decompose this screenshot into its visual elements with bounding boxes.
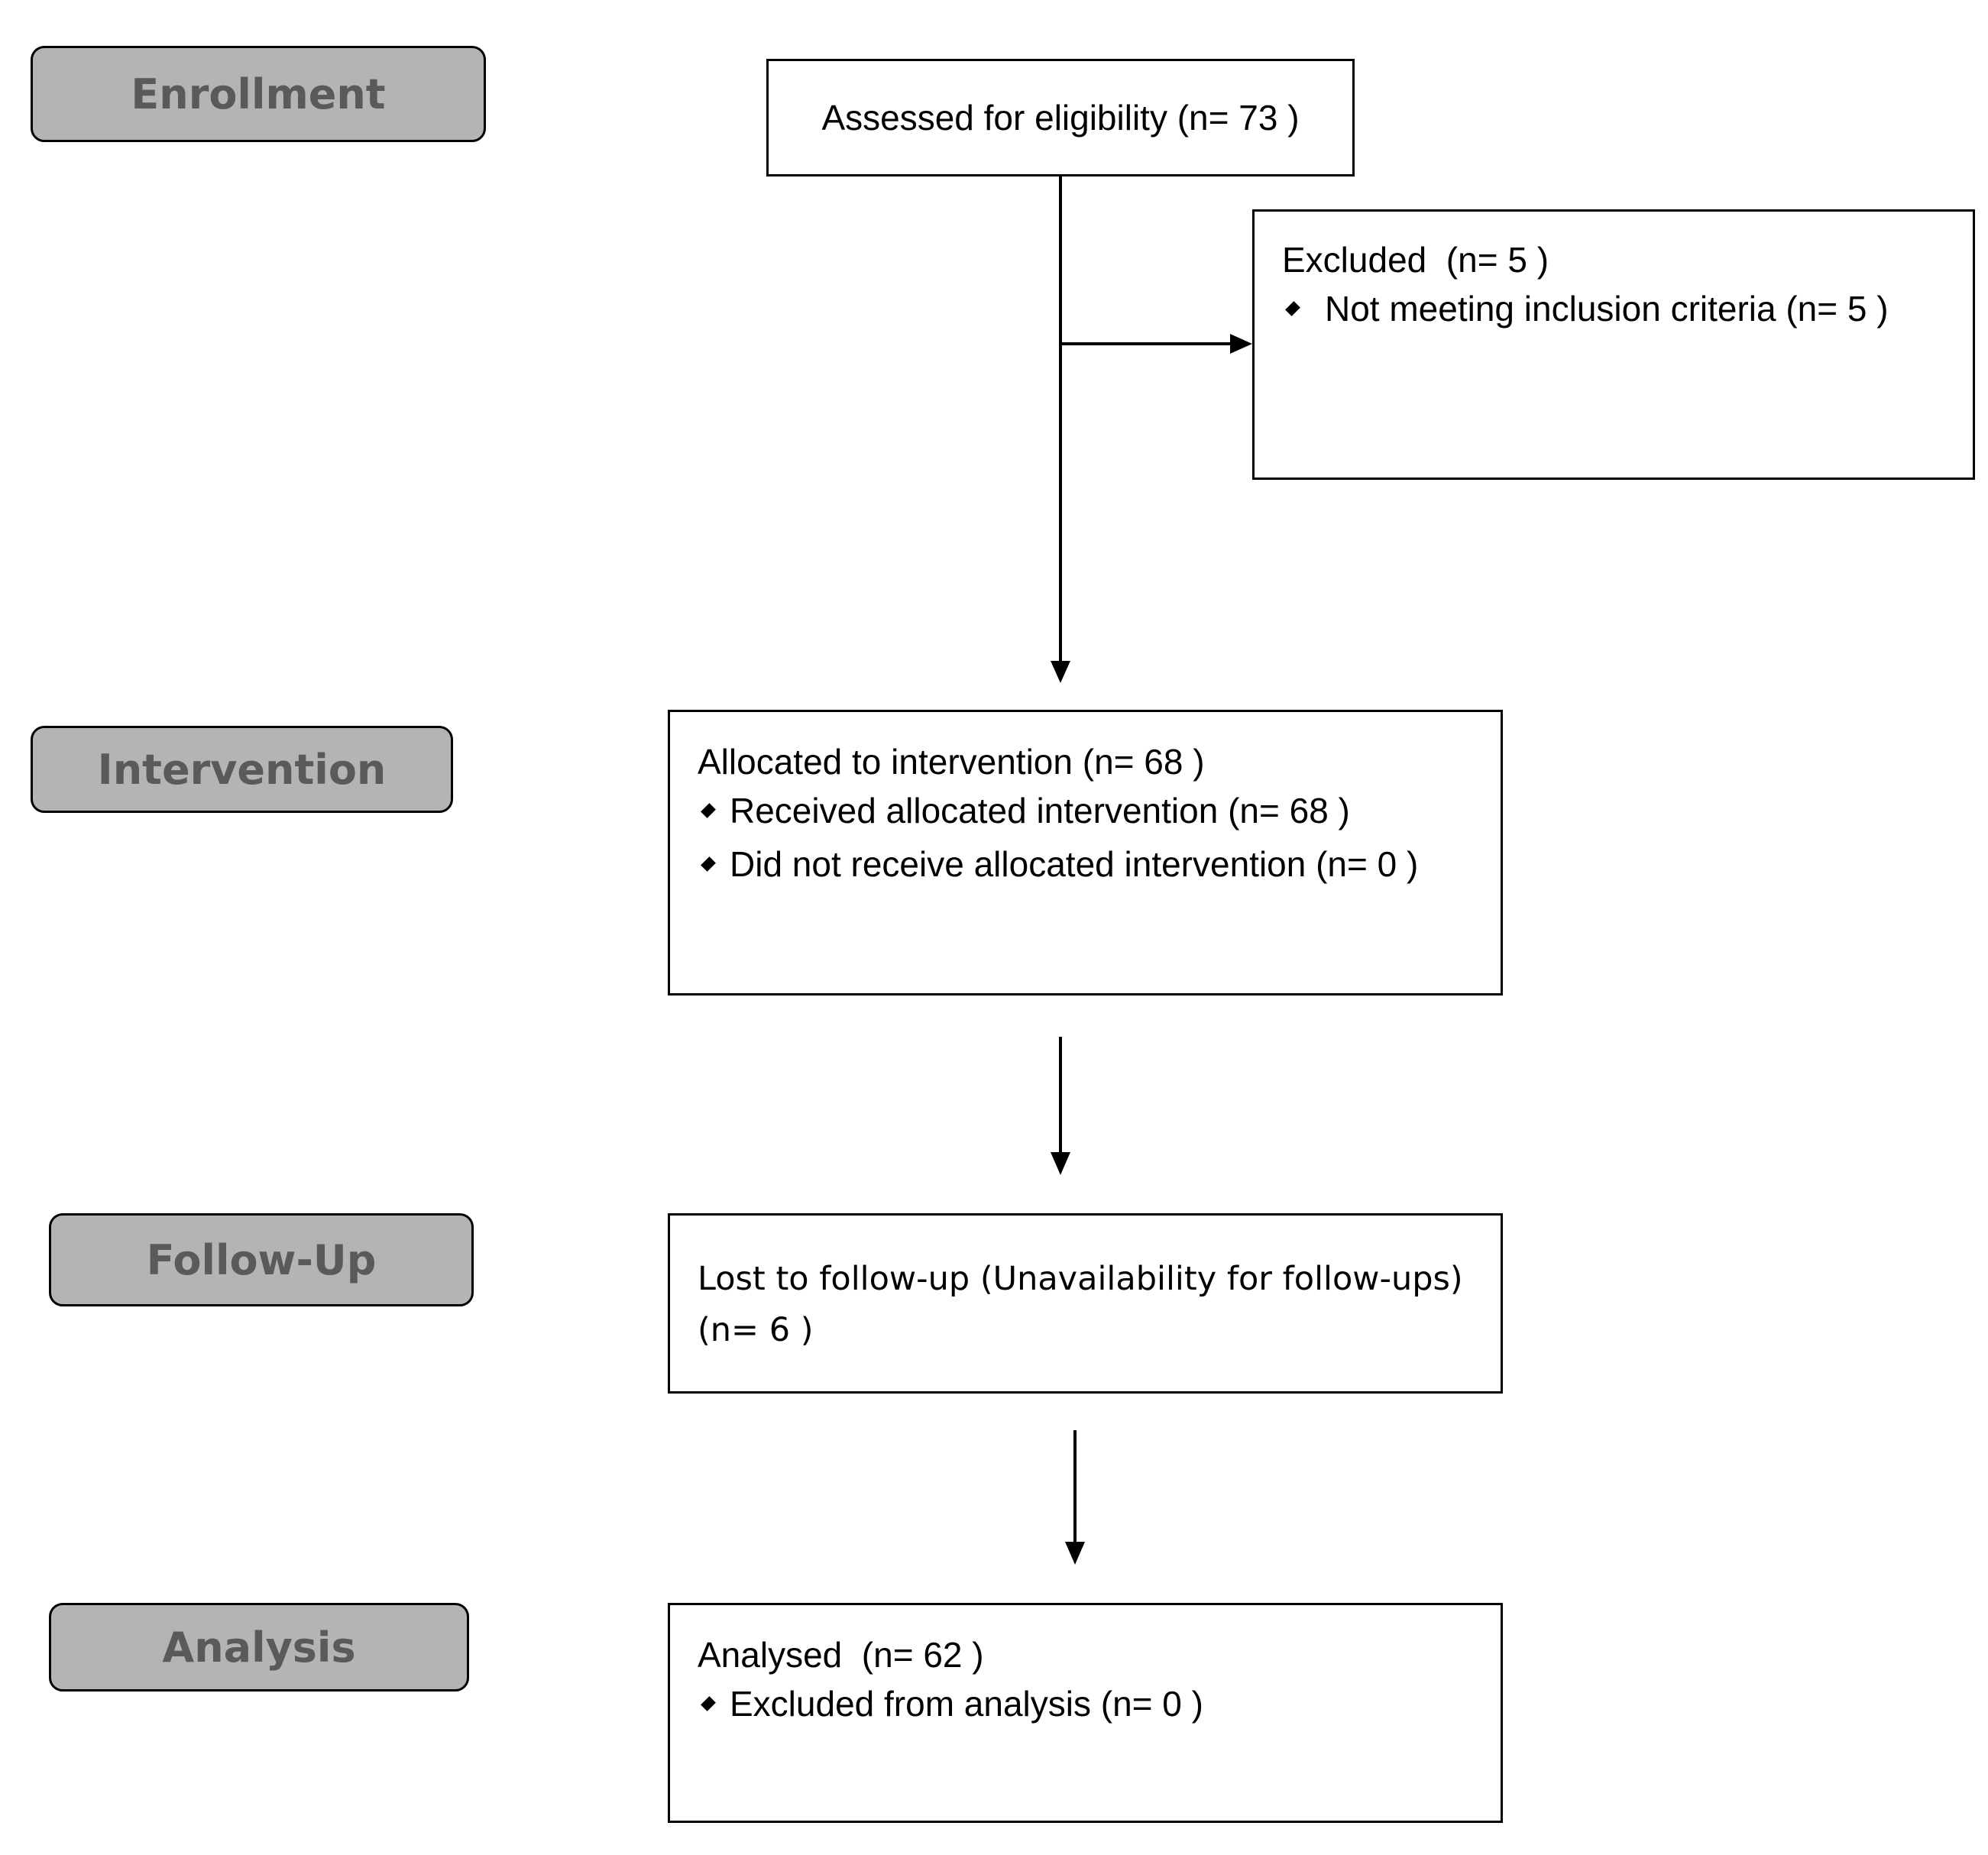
allocated-title: Allocated to intervention (n= 68 ) <box>698 742 1205 782</box>
lost-followup-count: (n= 6 ) <box>698 1310 814 1349</box>
arrowhead-icon <box>1230 334 1252 354</box>
excluded-title: Excluded (n= 5 ) <box>1282 240 1549 280</box>
lost-followup-text: Lost to follow-up (Unavailability for fo… <box>698 1260 1463 1298</box>
assessed-text: Assessed for eligibility (n= 73 ) <box>821 98 1300 138</box>
stage-label-text: Analysis <box>162 1623 356 1672</box>
excluded-item-text: Not meeting inclusion criteria (n= 5 ) <box>1325 289 1889 329</box>
diamond-bullet-icon <box>1285 301 1300 316</box>
diamond-bullet-icon <box>701 856 716 872</box>
excluded-item: Not meeting inclusion criteria (n= 5 ) <box>1282 291 1945 326</box>
excluded-box: Excluded (n= 5 ) Not meeting inclusion c… <box>1252 209 1975 480</box>
analysed-title: Analysed (n= 62 ) <box>698 1635 984 1675</box>
arrowhead-icon <box>1065 1542 1085 1565</box>
stage-label-text: Enrollment <box>131 70 386 118</box>
analysed-item-text: Excluded from analysis (n= 0 ) <box>730 1684 1203 1724</box>
arrowhead-icon <box>1051 661 1070 683</box>
diamond-bullet-icon <box>701 1696 716 1711</box>
lost-followup-box: Lost to follow-up (Unavailability for fo… <box>668 1213 1503 1394</box>
stage-label-analysis: Analysis <box>49 1603 469 1692</box>
allocated-item-text: Received allocated intervention (n= 68 ) <box>730 791 1350 830</box>
assessed-box: Assessed for eligibility (n= 73 ) <box>766 59 1355 176</box>
stage-label-followup: Follow-Up <box>49 1213 474 1306</box>
stage-label-text: Follow-Up <box>146 1235 377 1284</box>
allocated-box: Allocated to intervention (n= 68 ) Recei… <box>668 710 1503 995</box>
allocated-item: Did not receive allocated intervention (… <box>698 847 1473 882</box>
stage-label-text: Intervention <box>97 745 387 794</box>
analysed-item: Excluded from analysis (n= 0 ) <box>698 1686 1473 1721</box>
allocated-item-text: Did not receive allocated intervention (… <box>730 844 1419 884</box>
arrowhead-icon <box>1051 1152 1070 1175</box>
diamond-bullet-icon <box>701 803 716 818</box>
analysed-box: Analysed (n= 62 ) Excluded from analysis… <box>668 1603 1503 1823</box>
stage-label-intervention: Intervention <box>31 726 453 813</box>
allocated-item: Received allocated intervention (n= 68 ) <box>698 793 1473 828</box>
stage-label-enrollment: Enrollment <box>31 46 486 142</box>
